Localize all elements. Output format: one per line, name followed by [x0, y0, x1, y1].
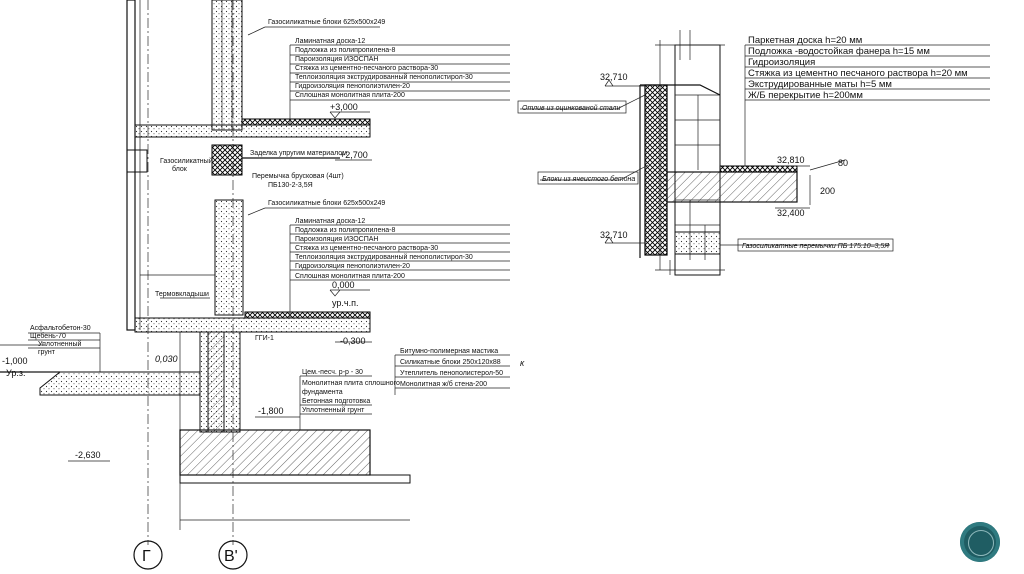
pavement-label-3: грунт: [38, 349, 56, 356]
right-label-0: Паркетная доска h=20 мм: [748, 35, 862, 46]
foundation-label-3: Бетонная подготовка: [302, 398, 370, 405]
pavement-label-1: Щебень-70: [30, 332, 66, 340]
ground-label-3: Пароизоляция ИЗОСПАН: [295, 236, 378, 243]
ground-label-6: Гидроизоляция пенополиэтилен-20: [295, 263, 410, 270]
outer-wall: [126, 0, 136, 331]
level-zero-sub: ур.ч.п.: [332, 298, 358, 308]
ground-label-7: Сплошная монолитная плита-200: [295, 273, 405, 280]
foundation-label-4: Уплотненный грунт: [302, 406, 365, 414]
foundation-label-0: Цем.-песч. р-р - 30: [302, 369, 363, 376]
top-label-4: Стяжка из цементно-песчаного раствора-30: [295, 65, 438, 72]
level-bottom: -2,630: [75, 450, 101, 460]
upper-slab: [134, 124, 371, 138]
axis-bubble-v: [218, 540, 248, 570]
upper-block-wall: [211, 0, 243, 131]
block-box: [537, 171, 639, 185]
ground-slab: [134, 317, 371, 333]
wall-label-0: Битумно-полимерная мастика: [400, 348, 498, 355]
top-label-7: Сплошная монолитная плита-200: [295, 92, 405, 99]
right-label-2: Гидроизоляция: [748, 57, 815, 68]
right-level-bottom: 32,710: [600, 230, 628, 240]
ground-label-1: Ламинатная доска-12: [295, 218, 365, 225]
seal-icon: [960, 522, 1000, 562]
pavement-label-2: Уплотненный: [38, 340, 82, 348]
slope: 0,030: [155, 354, 178, 364]
ground-label-0: Газосиликатные блоки 625х500х249: [268, 199, 385, 207]
pavement-label-0: Асфальтобетон-30: [30, 324, 91, 332]
right-slab: [666, 171, 798, 203]
right-level-top: 32,710: [600, 72, 628, 82]
ground-label-2: Подложка из полипропилена-8: [295, 227, 396, 234]
level-zero: 0,000: [332, 280, 355, 290]
top-label-6: Гидроизоляция пенополиэтилен-20: [295, 83, 410, 90]
right-level-floor: 32,810: [777, 155, 805, 165]
foundation-label-2: фундамента: [302, 389, 343, 396]
lower-block-wall: [214, 199, 244, 316]
level-lintel: +2,700: [340, 150, 368, 160]
lintel-label-0: Заделка упругим материалом: [250, 150, 347, 157]
right-label-4: Экструдированные маты h=5 мм: [748, 79, 892, 90]
wall-label-1: Силикатные блоки 250х120х88: [400, 358, 501, 366]
flashing-label: Отлив из оцинкованой стали: [522, 104, 620, 112]
block-label-1: блок: [172, 165, 188, 173]
ground-label-4: Стяжка из цементно-песчаного раствора-30: [295, 245, 438, 252]
foundation-slab: [179, 429, 371, 476]
level-ground-sub: Ур.з.: [6, 368, 25, 378]
flashing-box: [517, 100, 627, 114]
right-section: Паркетная доска h=20 мм Подложка -водост…: [517, 30, 990, 276]
right-label-3: Стяжка из цементно песчаного раствора h=…: [748, 68, 968, 79]
lintel-label-1: Перемычка брусковая (4шт): [252, 172, 344, 180]
dim-200: 200: [820, 186, 835, 196]
stray-mark: к: [520, 358, 525, 368]
right-label-5: Ж/Б перекрытие h=200мм: [748, 90, 863, 101]
lintel-label-2: ПБ130-2-3,5Я: [268, 182, 313, 189]
foundation-label-1: Монолитная плита сплошного: [302, 380, 400, 387]
thermal-inserts: Термовкладыши: [155, 291, 209, 298]
block-label-0: Газосиликатный: [160, 157, 213, 165]
ggi-label: ГГИ-1: [255, 335, 274, 342]
top-label-1: Ламинатная доска-12: [295, 38, 365, 45]
lintel-box: [737, 238, 894, 252]
right-lintel-label: Газосиликатные перемычки ПБ 175.10–3,5Я: [742, 243, 889, 250]
wall-label-2: Утеплитель пенополистерол-50: [400, 370, 503, 377]
level-foundation: -1,800: [258, 406, 284, 416]
top-label-5: Теплоизоляция экструдированный пенополис…: [295, 73, 473, 81]
right-insulation: [644, 84, 668, 256]
axis-bubble-g: [133, 540, 163, 570]
pavement: [39, 371, 201, 396]
axis-label-v: В': [224, 548, 238, 565]
dim-80: 80: [838, 158, 848, 168]
level-minus-300: -0,300: [340, 336, 366, 346]
ground-label-5: Теплоизоляция экструдированный пенополис…: [295, 253, 473, 261]
lintel: [211, 144, 243, 176]
right-level-slab: 32,400: [777, 208, 805, 218]
level-top: +3,000: [330, 102, 358, 112]
top-label-0: Газосиликатные блоки 625х500х249: [268, 18, 385, 26]
wall-label-3: Монолитная ж/б стена-200: [400, 380, 487, 388]
right-label-1: Подложка -водостойкая фанера h=15 мм: [748, 46, 930, 57]
top-label-2: Подложка из полипропилена-8: [295, 47, 396, 54]
top-label-3: Пароизоляция ИЗОСПАН: [295, 56, 378, 63]
left-section: Газосиликатные блоки 625х500х249 Ламинат…: [0, 0, 525, 570]
axis-label-g: Г: [142, 548, 151, 565]
right-block-label: Блоки из ячеистого бетона: [542, 175, 635, 183]
level-ground: -1,000: [2, 356, 28, 366]
